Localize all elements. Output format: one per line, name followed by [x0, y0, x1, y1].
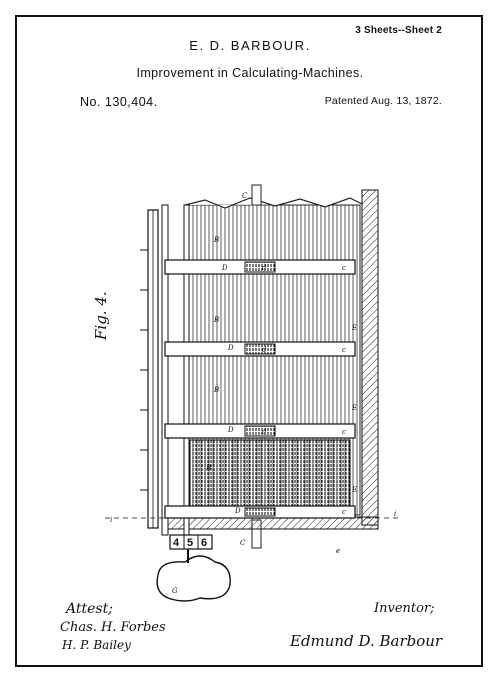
- counter-digit: 4: [173, 537, 180, 549]
- witness-signature-2: H. P. Bailey: [62, 638, 131, 652]
- patent-number: No. 130,404.: [80, 95, 158, 109]
- part-label: d: [262, 346, 267, 354]
- lower-drum: [189, 439, 351, 513]
- broken-edge: [184, 197, 363, 209]
- part-label: c: [342, 264, 346, 272]
- part-label: c: [342, 428, 346, 436]
- part-label: B: [213, 236, 219, 244]
- witness-signature-1: Chas. H. Forbes: [60, 620, 166, 635]
- sheet-info: 3 Sheets--Sheet 2: [355, 25, 442, 36]
- part-label: c: [342, 508, 346, 516]
- counter-digit: 6: [201, 537, 207, 549]
- page-border: [15, 15, 483, 667]
- rack-teeth: [140, 249, 148, 491]
- part-label: D: [234, 507, 241, 515]
- part-label: E: [351, 404, 357, 412]
- part-labels: B B B B D D D D E E E c c c c d d d C C …: [110, 192, 396, 595]
- part-label: E: [351, 324, 357, 332]
- patent-title: Improvement in Calculating-Machines.: [136, 66, 364, 80]
- part-label: C: [240, 539, 246, 547]
- part-label: B: [213, 316, 219, 324]
- left-guide-bar: [161, 204, 169, 536]
- part-label: D: [227, 426, 234, 434]
- part-label: B: [213, 386, 219, 394]
- top-shaft: [251, 184, 262, 206]
- inventor-label: Inventor;: [374, 601, 435, 616]
- part-label: d: [262, 428, 267, 436]
- part-label: D: [221, 264, 228, 272]
- horizontal-bands: [164, 259, 356, 519]
- right-frame-wall: [361, 189, 379, 526]
- part-label: G: [172, 587, 178, 595]
- patent-date: Patented Aug. 13, 1872.: [324, 95, 442, 107]
- counter-window: [169, 534, 213, 550]
- counter-digit: 5: [187, 537, 193, 549]
- inventor-signature: Edmund D. Barbour: [290, 632, 443, 650]
- part-label: c: [342, 346, 346, 354]
- bottom-frame: [164, 516, 379, 530]
- part-label: i: [110, 516, 112, 524]
- inventor-name-heading: E. D. BARBOUR.: [189, 38, 311, 53]
- part-label: d: [262, 264, 267, 272]
- counter-rod: [183, 204, 190, 546]
- part-label: C: [242, 192, 248, 200]
- part-label: e: [336, 547, 340, 555]
- attest-label: Attest;: [66, 601, 113, 617]
- part-label: i: [394, 510, 396, 518]
- crank-knob: [156, 555, 231, 602]
- part-label: B: [205, 464, 211, 472]
- part-label: E: [351, 486, 357, 494]
- part-label: D: [227, 344, 234, 352]
